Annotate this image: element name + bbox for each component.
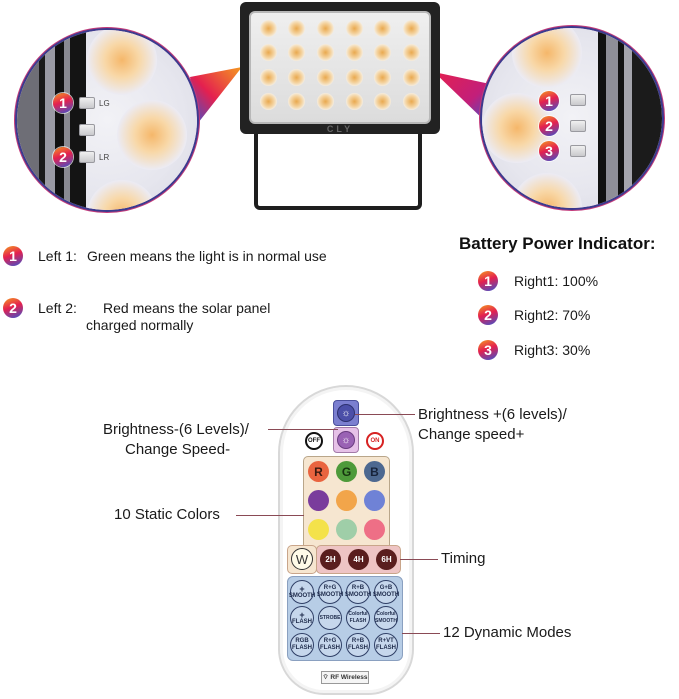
callout-brightness-up-line1: Brightness +(6 levels)/ [418, 406, 567, 423]
left-zoom-badge-1: 1 [53, 93, 73, 113]
color-button-blue[interactable]: B [364, 461, 385, 482]
color-button-red[interactable]: R [308, 461, 329, 482]
led-grid [254, 16, 426, 114]
color-button-pink[interactable] [364, 519, 385, 540]
leader-timing [400, 559, 438, 560]
power-off-label: OFF [308, 438, 320, 444]
legend-badge-1: 1 [3, 246, 23, 266]
brand-logo: CLY [326, 124, 354, 134]
battery-right3-text: Right3: 30% [514, 342, 591, 358]
timer-2h-button[interactable]: 2H [320, 549, 341, 570]
battery-indicator-title: Battery Power Indicator: [459, 234, 656, 253]
mode-smooth-button[interactable]: +SMOOTH [289, 580, 315, 604]
color-button-periwinkle[interactable] [364, 490, 385, 511]
callout-brightness-down-line1: Brightness-(6 Levels)/ [103, 421, 249, 438]
power-on-button[interactable]: ON [366, 432, 384, 450]
callout-dynamic-modes: 12 Dynamic Modes [443, 624, 572, 641]
right-indicator-zoom [482, 28, 662, 208]
legend-left1-text: Green means the light is in normal use [87, 248, 327, 264]
callout-static-colors: 10 Static Colors [114, 506, 220, 523]
sun-up-icon: ☼ [337, 404, 355, 422]
left-zoom-badge-2: 2 [53, 147, 73, 167]
rf-wireless-label: ⌔ RF Wireless [321, 671, 369, 684]
right-zoom-badge-2: 2 [539, 116, 559, 136]
battery-badge-2: 2 [478, 305, 498, 325]
color-button-purple[interactable] [308, 490, 329, 511]
indicator-label-lg: LG [99, 99, 110, 108]
left-zoom-connector [190, 67, 242, 123]
timer-6h-button[interactable]: 6H [376, 549, 397, 570]
right-zoom-badge-3: 3 [539, 141, 559, 161]
legend-left2-text: Red means the solar panel [103, 300, 271, 316]
mode-strobe-button[interactable]: STROBE [318, 606, 342, 630]
battery-badge-1: 1 [478, 271, 498, 291]
flood-light-housing: CLY [240, 2, 440, 134]
leader-dynamic-modes [402, 633, 440, 634]
timer-4h-button[interactable]: 4H [348, 549, 369, 570]
color-button-green[interactable]: G [336, 461, 357, 482]
leader-brightness-down [268, 429, 338, 430]
mounting-bracket [254, 134, 422, 210]
battery-badge-3: 3 [478, 340, 498, 360]
battery-right1-text: Right1: 100% [514, 273, 599, 289]
indicator-label-lr: LR [99, 153, 110, 162]
battery-right2-text: Right2: 70% [514, 307, 591, 323]
legend-left1-label: Left 1: [38, 248, 77, 264]
color-button-mint[interactable] [336, 519, 357, 540]
color-button-orange[interactable] [336, 490, 357, 511]
wifi-icon: ⌔ [322, 674, 331, 681]
callout-brightness-down-line2: Change Speed- [125, 441, 231, 458]
right-zoom-connector [434, 72, 490, 124]
sun-down-icon: ☼ [337, 431, 355, 449]
brightness-down-button[interactable]: ☼ [333, 427, 359, 453]
color-button-yellow[interactable] [308, 519, 329, 540]
callout-timing: Timing [441, 550, 486, 567]
legend-left2-text-line2: charged normally [86, 317, 194, 333]
callout-brightness-up-line2: Change speed+ [418, 426, 525, 443]
leader-brightness-up [355, 414, 415, 415]
brightness-up-button[interactable]: ☼ [333, 400, 359, 426]
mode-flash-button[interactable]: +FLASH [290, 606, 314, 630]
led-panel [249, 11, 431, 124]
right-zoom-badge-1: 1 [539, 91, 559, 111]
leader-static-colors [236, 515, 304, 516]
power-off-button[interactable]: OFF [305, 432, 323, 450]
white-button[interactable]: W [291, 548, 313, 570]
power-on-label: ON [370, 438, 380, 444]
legend-left2-label: Left 2: [38, 300, 77, 316]
left-indicator-zoom: LG LR [17, 30, 197, 210]
legend-badge-2: 2 [3, 298, 23, 318]
